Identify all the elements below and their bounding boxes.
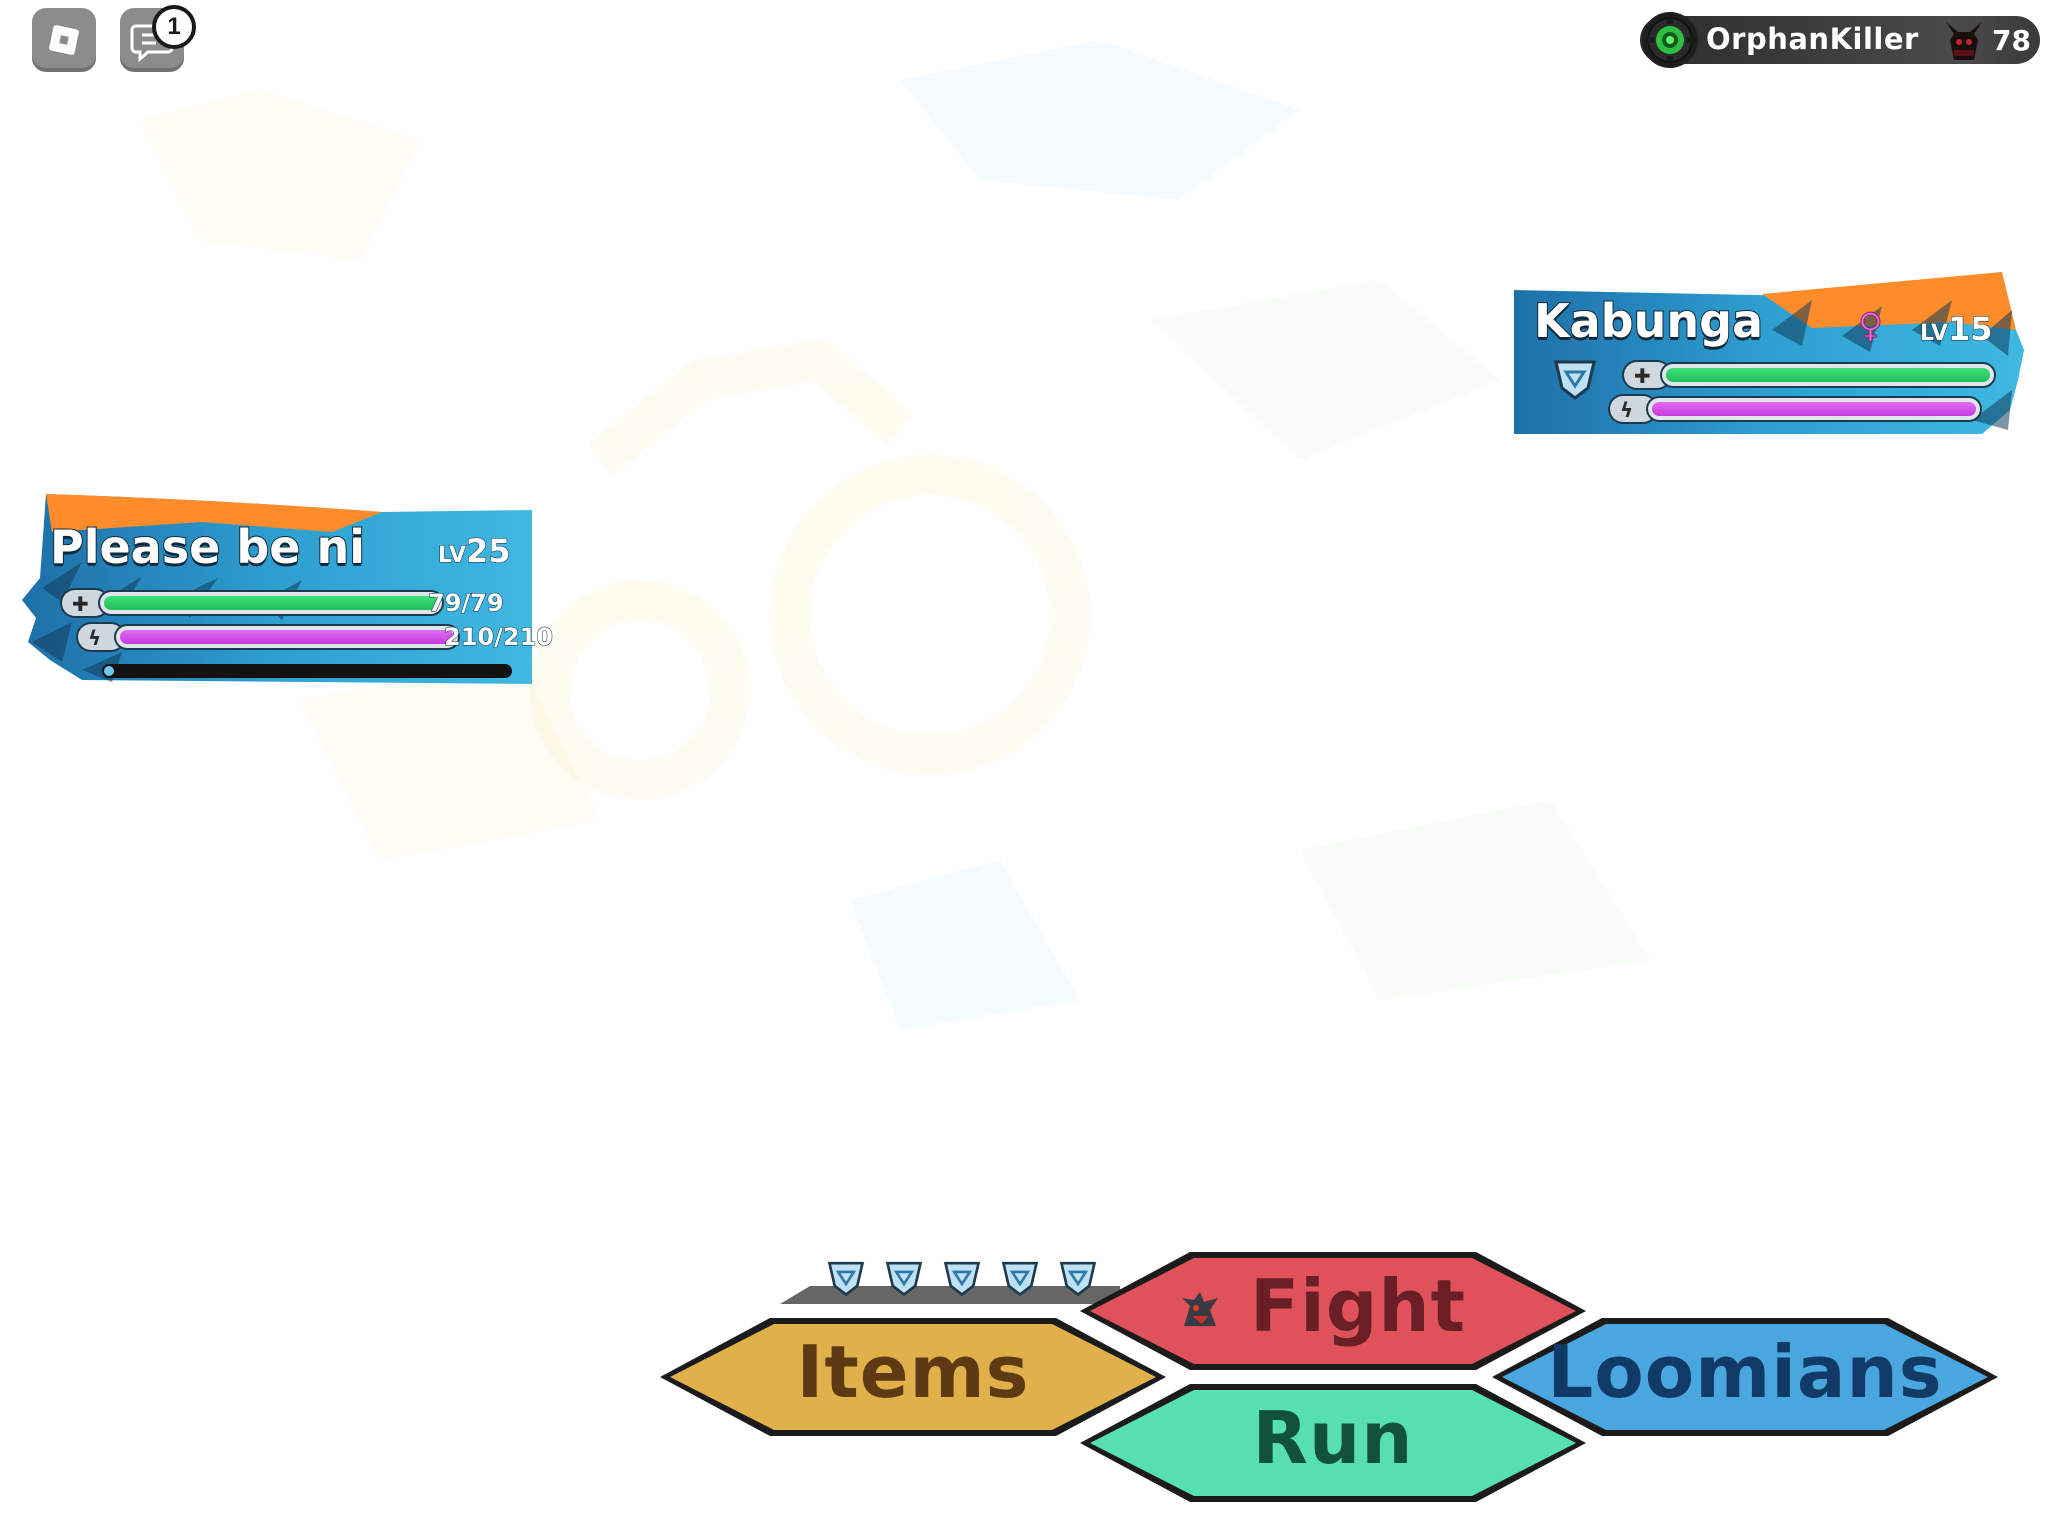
- fight-button[interactable]: Fight: [1078, 1248, 1588, 1374]
- enemy-name: Kabunga: [1533, 293, 1764, 349]
- enemy-energy-fill: [1652, 402, 1976, 416]
- lightning-icon: ϟ: [1620, 398, 1634, 422]
- enemy-gender: ♀: [1858, 306, 1884, 347]
- loomians-label: Loomians: [1547, 1330, 1943, 1414]
- ally-hp-fill: [104, 596, 438, 610]
- ally-energy-bar: [116, 626, 458, 648]
- player-tag[interactable]: OrphanKiller 78: [1640, 12, 2040, 68]
- loomian-ball-icon: [1554, 360, 1596, 400]
- plus-icon: ✚: [1634, 364, 1651, 388]
- run-button-shape: [1080, 1384, 1586, 1502]
- enemy-hp-fill: [1666, 368, 1990, 382]
- loomians-button[interactable]: Loomians: [1490, 1314, 2000, 1440]
- ally-energy-fill: [120, 630, 454, 644]
- party-bar-shadow: [780, 1286, 1120, 1304]
- party-ball-icon: [827, 1261, 865, 1297]
- ally-energy-text: 210/210: [444, 623, 554, 652]
- run-label: Run: [1252, 1396, 1414, 1480]
- demon-icon: [1946, 22, 1982, 60]
- roblox-menu-button[interactable]: [32, 8, 96, 72]
- enemy-energy-bar: [1648, 398, 1980, 420]
- party-ball-icon: [1001, 1261, 1039, 1297]
- gear-emblem-icon: [1642, 12, 1698, 68]
- ally-hp-text: 79/79: [428, 589, 505, 618]
- enemy-status-panel: Kabunga ♀ LV15 ✚ ϟ: [1512, 270, 2026, 438]
- lightning-icon: ϟ: [88, 626, 102, 650]
- ally-name: Please be ni: [49, 519, 366, 575]
- items-button-shape: [660, 1318, 1166, 1436]
- roblox-logo-icon: [49, 25, 79, 55]
- fight-label: Fight: [1249, 1264, 1467, 1348]
- ally-hp-bar: [100, 592, 442, 614]
- ally-energy-cap: ϟ: [78, 624, 124, 650]
- party-ball-icon: [943, 1261, 981, 1297]
- enemy-level: LV15: [1919, 310, 1993, 349]
- ally-level: LV25: [437, 532, 511, 571]
- loomian-sprite-icon: [1182, 1292, 1218, 1326]
- enemy-panel-background: [1514, 272, 2024, 434]
- chat-notification-badge: 1: [152, 5, 196, 49]
- ally-xp-bar: [102, 664, 512, 678]
- player-count: 78: [1992, 24, 2031, 57]
- party-indicator: [780, 1258, 1120, 1304]
- run-button[interactable]: Run: [1078, 1380, 1588, 1506]
- party-ball-icon: [885, 1261, 923, 1297]
- plus-icon: ✚: [72, 592, 89, 616]
- player-username: OrphanKiller: [1706, 22, 1919, 56]
- enemy-hp-bar: [1662, 364, 1994, 386]
- ally-xp-fill: [104, 666, 114, 676]
- loomians-button-shape: [1492, 1318, 1998, 1436]
- items-button[interactable]: Items: [658, 1314, 1168, 1440]
- party-ball-icon: [1059, 1261, 1097, 1297]
- fight-button-shape: [1080, 1252, 1586, 1370]
- ally-status-panel: Please be ni LV25 ✚ 79/79 ϟ 210/210: [22, 492, 553, 688]
- items-label: Items: [796, 1330, 1030, 1414]
